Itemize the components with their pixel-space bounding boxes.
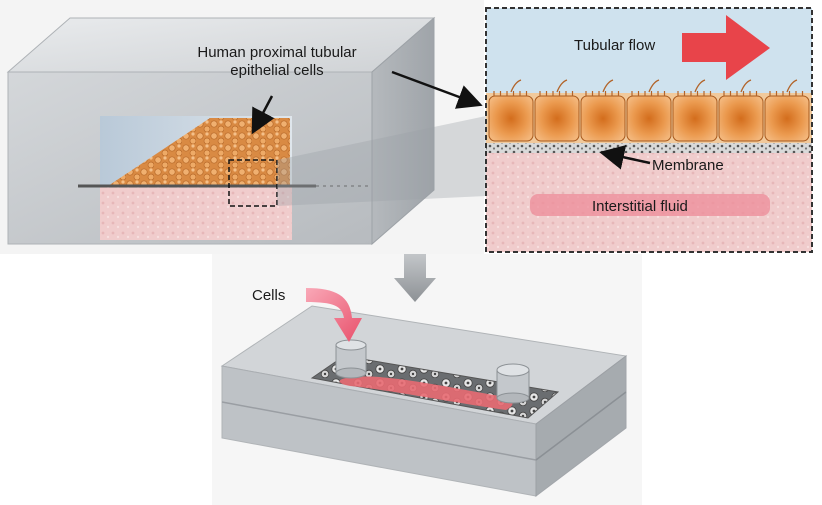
zoom-box [228,159,278,207]
cells-inlet-arrow [306,288,362,342]
epithelial-cells [488,79,810,142]
chip-device [220,288,628,498]
epithelial-cell [580,95,626,142]
membrane-label: Membrane [652,157,724,174]
epithelial-cell [672,95,718,142]
epithelial-cell [718,95,764,142]
outlet-port [496,363,530,404]
tubular-flow-label: Tubular flow [574,37,656,54]
cells-pointer-arrow [251,95,275,135]
chip-channel [339,376,513,410]
device-side-face [371,16,435,246]
interstitial-lower [100,186,292,240]
epithelial-cell [488,95,534,142]
cell-type-label: Human proximal tubular epithelial cells [172,44,382,80]
primary-cilium [556,79,568,93]
cross-section-inset [485,7,813,253]
cell-type-label-line2: epithelial cells [230,62,324,79]
inset-border [485,7,813,253]
epithelial-cell [764,95,810,142]
inlet-port [335,339,367,379]
membrane-band [486,143,812,153]
primary-cilium [740,79,752,93]
primary-cilium [602,79,614,93]
down-arrow [394,254,436,302]
primary-cilium [694,79,706,93]
epithelial-cell [534,95,580,142]
primary-cilium [786,79,798,93]
device-block [6,16,486,246]
cells-inlet-label: Cells [252,287,286,304]
epithelial-cell [626,95,672,142]
cell-type-label-line1: Human proximal tubular [197,44,357,61]
membrane-pointer-arrow [599,145,651,170]
inset-pointer-arrow [391,70,483,109]
tubular-flow-arrow [682,15,770,80]
interstitial-band [530,194,770,216]
interstitial-fluid-label: Interstitial fluid [592,198,688,215]
chip-layer-line [221,401,537,461]
primary-cilium [648,79,660,93]
zoom-cone [277,116,486,206]
primary-cilium [510,79,522,93]
cell-layer-surface [108,118,290,186]
chip-layer-line-side [535,391,627,461]
